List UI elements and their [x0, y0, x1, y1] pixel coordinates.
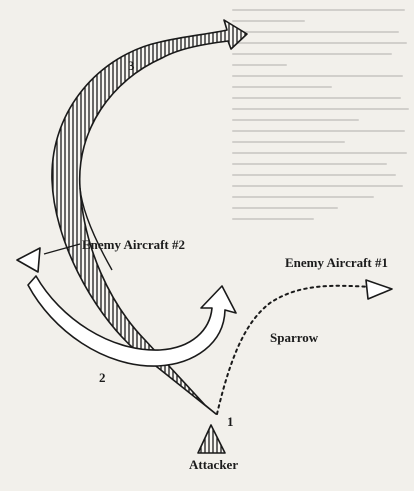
enemy-aircraft-2-leader-line: [43, 243, 81, 255]
path-marker-1: 1: [227, 414, 234, 429]
attacker-maneuver-path: [51, 19, 248, 415]
attacker-label: Attacker: [189, 457, 239, 472]
enemy-aircraft-2-turn-path: [27, 275, 237, 367]
sparrow-missile-path: [216, 284, 373, 415]
attacker-icon: [197, 424, 226, 454]
path-marker-3: 3: [128, 58, 135, 73]
enemy-aircraft-2-icon: [16, 247, 41, 273]
enemy-aircraft-1-icon: [365, 279, 393, 300]
sparrow-label: Sparrow: [270, 330, 319, 345]
enemy-aircraft-1-label: Enemy Aircraft #1: [285, 255, 389, 270]
enemy-aircraft-2-label: Enemy Aircraft #2: [82, 237, 186, 252]
path-marker-2: 2: [99, 370, 106, 385]
path-overlap-line: [79, 187, 113, 271]
bleed-through-text: [232, 0, 414, 270]
